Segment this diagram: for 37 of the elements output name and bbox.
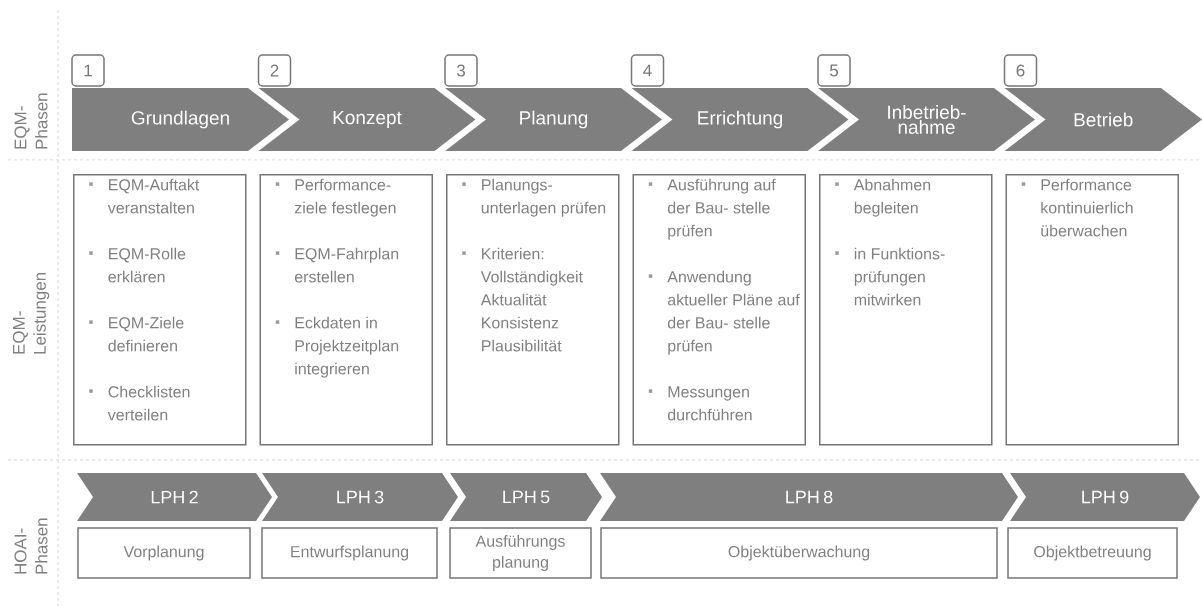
task-box: Abnahmen begleiten in Funktions- prüfungen mitwirken	[819, 174, 993, 446]
work-stage-step: LPH 9	[1010, 473, 1200, 521]
node-label: Grundlagen	[131, 110, 229, 129]
node-label: Konzept	[333, 111, 402, 129]
task-box: Ausführung auf der Bau- stelle prüfen Anwendung aktueller Pläne auf der Bau- stelle prüfen Messungen durchführen	[632, 174, 806, 446]
phase-step: Betrieb	[1004, 88, 1202, 151]
term-box: Objektbetreuung	[1007, 527, 1178, 579]
phase-step: Errichtung	[631, 88, 849, 151]
number-box: 4	[630, 54, 665, 87]
work-stage-step: LPH 2	[77, 473, 272, 521]
number-box: 6	[1003, 54, 1038, 87]
node-label: Betrieb	[1074, 112, 1133, 127]
term-box: Objektüberwachung	[600, 527, 998, 579]
work-stage-step: LPH 5	[450, 473, 602, 521]
work-stage-step: LPH 3	[262, 473, 458, 521]
task-box: EQM-Auftakt veranstalten EQM-Rolle erklären EQM-Ziele definieren Checklisten verteilen	[73, 174, 247, 446]
node-label: Errichtung	[698, 110, 783, 129]
phase-step: Konzept	[258, 88, 476, 151]
task-box: Planungs- unterlagen prüfen Kriterien: Vollständigkeit Aktualität Konsistenz Plausibilität	[446, 174, 620, 446]
phase-step: Planung	[445, 88, 662, 151]
phase-step: Grundlagen	[72, 88, 289, 151]
number-box: 1	[71, 54, 105, 87]
term-box: Ausführungs planung	[449, 527, 592, 579]
row-label: HOAI- Phasen	[14, 518, 48, 574]
task-box: Performance- ziele festlegen EQM-Fahrplan erstellen Eckdaten in Projektzeitplan integrieren	[259, 174, 433, 446]
node-label: Planung	[520, 110, 588, 129]
node-label: Inbetrieb- nahme	[888, 105, 966, 134]
term-box: Vorplanung	[77, 527, 251, 579]
work-stage-step: LPH 8	[600, 473, 1018, 521]
task-box: Performance kontinuierlich überwachen	[1005, 174, 1179, 446]
phase-step: Inbetrieb- nahme	[818, 88, 1035, 151]
term-box: Entwurfsplanung	[261, 527, 438, 579]
number-box: 3	[444, 54, 478, 87]
row-label: EQM- Phasen	[14, 93, 48, 149]
number-box: 5	[817, 54, 851, 87]
number-box: 2	[257, 54, 292, 87]
row-label: EQM- Leistungen	[12, 272, 50, 354]
